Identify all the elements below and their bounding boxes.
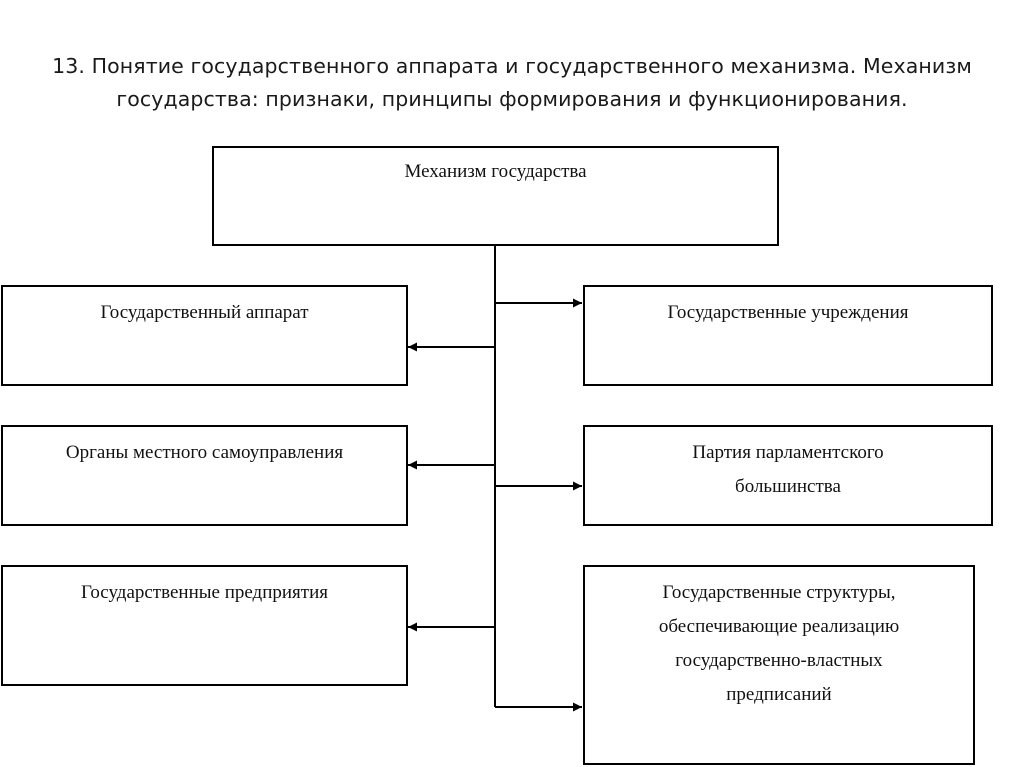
left-box-1: Государственный аппарат: [1, 285, 408, 386]
right-box-1-label: Государственные учреждения: [585, 296, 991, 330]
left-box-2: Органы местного самоуправления: [1, 425, 408, 526]
right-box-3-line-3: государственно-властных: [675, 650, 883, 671]
title-line-1: 13. Понятие государственного аппарата и …: [52, 54, 972, 78]
left-box-3: Государственные предприятия: [1, 565, 408, 686]
right-box-3-line-4: предписаний: [726, 684, 832, 705]
title-line-2: государства: признаки, принципы формиров…: [116, 87, 908, 111]
right-box-1-line-1: Государственные учреждения: [667, 302, 909, 323]
root-label: Механизм государства: [404, 161, 587, 182]
left-box-3-label: Государственные предприятия: [81, 582, 328, 603]
right-box-3-label: Государственные структуры, обеспечивающи…: [585, 576, 973, 712]
root-box: Механизм государства: [212, 146, 779, 246]
left-box-1-label: Государственный аппарат: [100, 302, 309, 323]
right-box-3-line-2: обеспечивающие реализацию: [658, 616, 900, 637]
right-box-3: Государственные структуры, обеспечивающи…: [583, 565, 975, 765]
right-box-2: Партия парламентского большинства: [583, 425, 993, 526]
right-box-2-label: Партия парламентского большинства: [585, 436, 991, 504]
left-box-2-label: Органы местного самоуправления: [65, 442, 344, 463]
right-box-2-line-2: большинства: [735, 476, 841, 497]
right-box-3-line-1: Государственные структуры,: [662, 582, 896, 603]
page-title: 13. Понятие государственного аппарата и …: [0, 50, 1024, 116]
right-box-1: Государственные учреждения: [583, 285, 993, 386]
right-box-2-line-1: Партия парламентского: [692, 442, 884, 463]
